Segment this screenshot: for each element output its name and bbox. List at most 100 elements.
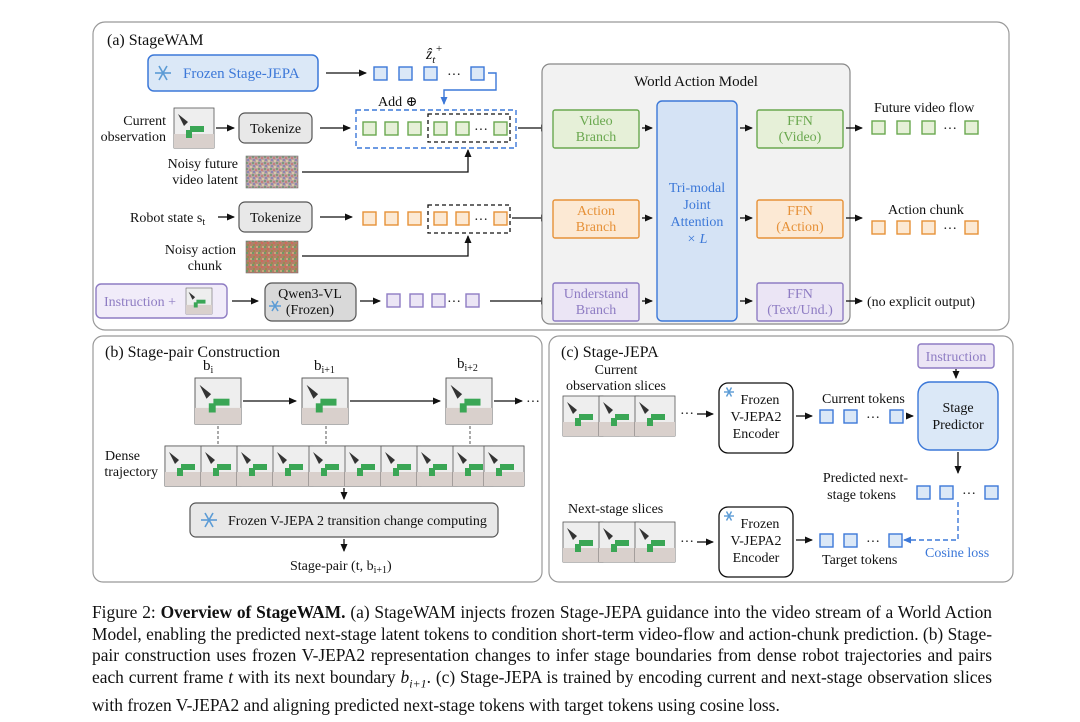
future-video-flow-label: Future video flow <box>874 101 975 116</box>
svg-text:···: ··· <box>680 407 694 422</box>
caption-var-b: b <box>400 666 410 687</box>
svg-text:···: ··· <box>447 295 461 310</box>
predicted-next-stage-label: Predicted next-stage tokens <box>823 471 908 503</box>
action-chunk-tokens <box>871 220 979 235</box>
future-video-tokens <box>871 120 979 135</box>
noisy-video-latent-image <box>245 155 299 189</box>
svg-text:···: ··· <box>866 535 880 550</box>
current-tokens <box>819 409 904 424</box>
ffn-video-label: FFN(Video) <box>779 114 822 145</box>
ffn-text-label: FFN(Text/Und.) <box>767 287 833 318</box>
action-chunk-label: Action chunk <box>888 203 964 218</box>
tokenize-label-2: Tokenize <box>250 211 301 226</box>
figure-diagram: (a) StageWAM Frozen Stage-JEPA ··· ẑt+ A… <box>92 21 1014 583</box>
stage-latent-tokens: ··· <box>373 66 485 83</box>
panel-c-frame <box>548 335 1014 583</box>
frozen-stage-jepa-box <box>147 54 319 92</box>
dense-trajectory-strip <box>164 445 525 487</box>
snowflake-icon <box>724 511 734 521</box>
svg-text:···: ··· <box>943 222 957 237</box>
stage-b-i-label: bi <box>203 358 214 376</box>
target-tokens <box>819 533 903 548</box>
panel-a-frame <box>92 21 1010 331</box>
stage-predictor-box <box>917 381 999 451</box>
instruction-label: Instruction <box>926 350 987 365</box>
ffn-video-box <box>756 109 844 149</box>
snowflake-icon <box>201 512 217 528</box>
ffn-text-box <box>756 282 844 322</box>
svg-text:···: ··· <box>962 487 976 502</box>
instruction-tokens <box>386 293 480 308</box>
qwen-label: Qwen3-VL(Frozen) <box>278 287 342 318</box>
add-label: Add ⊕ <box>378 95 417 110</box>
next-stage-slices-label: Next-stage slices <box>568 502 663 517</box>
panel-a: (a) StageWAM Frozen Stage-JEPA ··· ẑt+ A… <box>92 21 1010 331</box>
action-branch-box <box>552 199 640 239</box>
noisy-action-image <box>245 240 299 274</box>
video-token-group <box>355 109 517 149</box>
caption-part-2: with its next boundary <box>233 666 401 687</box>
caption-part-1: (a) StageWAM injects frozen Stage-JEPA g… <box>92 602 992 687</box>
svg-text:···: ··· <box>680 535 694 550</box>
caption-var-t: t <box>228 666 234 687</box>
panel-b-title: (b) Stage-pair Construction <box>105 344 280 361</box>
svg-text:···: ··· <box>526 395 540 410</box>
current-observation-slices <box>562 395 676 437</box>
current-tokens-label: Current tokens <box>822 392 905 407</box>
qwen-box <box>264 282 357 322</box>
svg-text:···: ··· <box>943 122 957 137</box>
snowflake-icon <box>724 387 734 397</box>
next-stage-slices <box>562 521 676 563</box>
stage-frame-bi1 <box>301 377 349 425</box>
caption-bold-title: Overview of StageWAM. <box>160 602 346 622</box>
frozen-stage-jepa-label: Frozen Stage-JEPA <box>183 66 300 82</box>
caption-part-3: . (c) Stage-JEPA is trained by encoding … <box>92 666 993 715</box>
robot-state-label: Robot state st <box>130 211 205 228</box>
vjepa-transition-label: Frozen V-JEPA 2 transition change comput… <box>228 514 487 529</box>
panel-a-title: (a) StageWAM <box>107 32 203 49</box>
panel-b-frame <box>92 335 543 583</box>
stage-frame-bi2 <box>445 377 493 425</box>
predicted-next-stage-tokens <box>916 485 999 500</box>
vjepa-transition-box <box>189 502 499 538</box>
snowflake-icon <box>269 300 281 312</box>
instruction-box <box>917 343 995 369</box>
video-tokens <box>362 121 508 136</box>
instruction-plus-label: Instruction + <box>104 295 176 310</box>
stage-frame-bi <box>194 377 242 425</box>
panel-c-title: (c) Stage-JEPA <box>561 344 659 361</box>
figure-caption: Figure 2: Overview of StageWAM. (a) Stag… <box>92 602 992 716</box>
understand-branch-box <box>552 282 640 322</box>
no-explicit-output-label: (no explicit output) <box>867 295 975 310</box>
svg-text:···: ··· <box>474 123 488 138</box>
stage-b-i2-label: bi+2 <box>457 356 478 374</box>
tokenize-label-1: Tokenize <box>250 122 301 137</box>
z-hat-label: ẑt+ <box>425 43 443 66</box>
vjepa-encoder-box-2 <box>718 506 794 578</box>
ffn-action-label: FFN(Action) <box>776 204 824 235</box>
stage-b-i1-label: bi+1 <box>314 358 335 376</box>
action-tokens <box>362 211 508 226</box>
current-observation-image <box>173 107 215 149</box>
snowflake-icon <box>155 65 171 81</box>
svg-text:···: ··· <box>866 411 880 426</box>
tokenize-box-1 <box>238 112 313 144</box>
target-tokens-label: Target tokens <box>822 553 897 568</box>
tokenize-box-2 <box>238 201 313 233</box>
stage-pair-label: Stage-pair (t, bi+1) <box>290 559 392 576</box>
video-branch-box <box>552 109 640 149</box>
